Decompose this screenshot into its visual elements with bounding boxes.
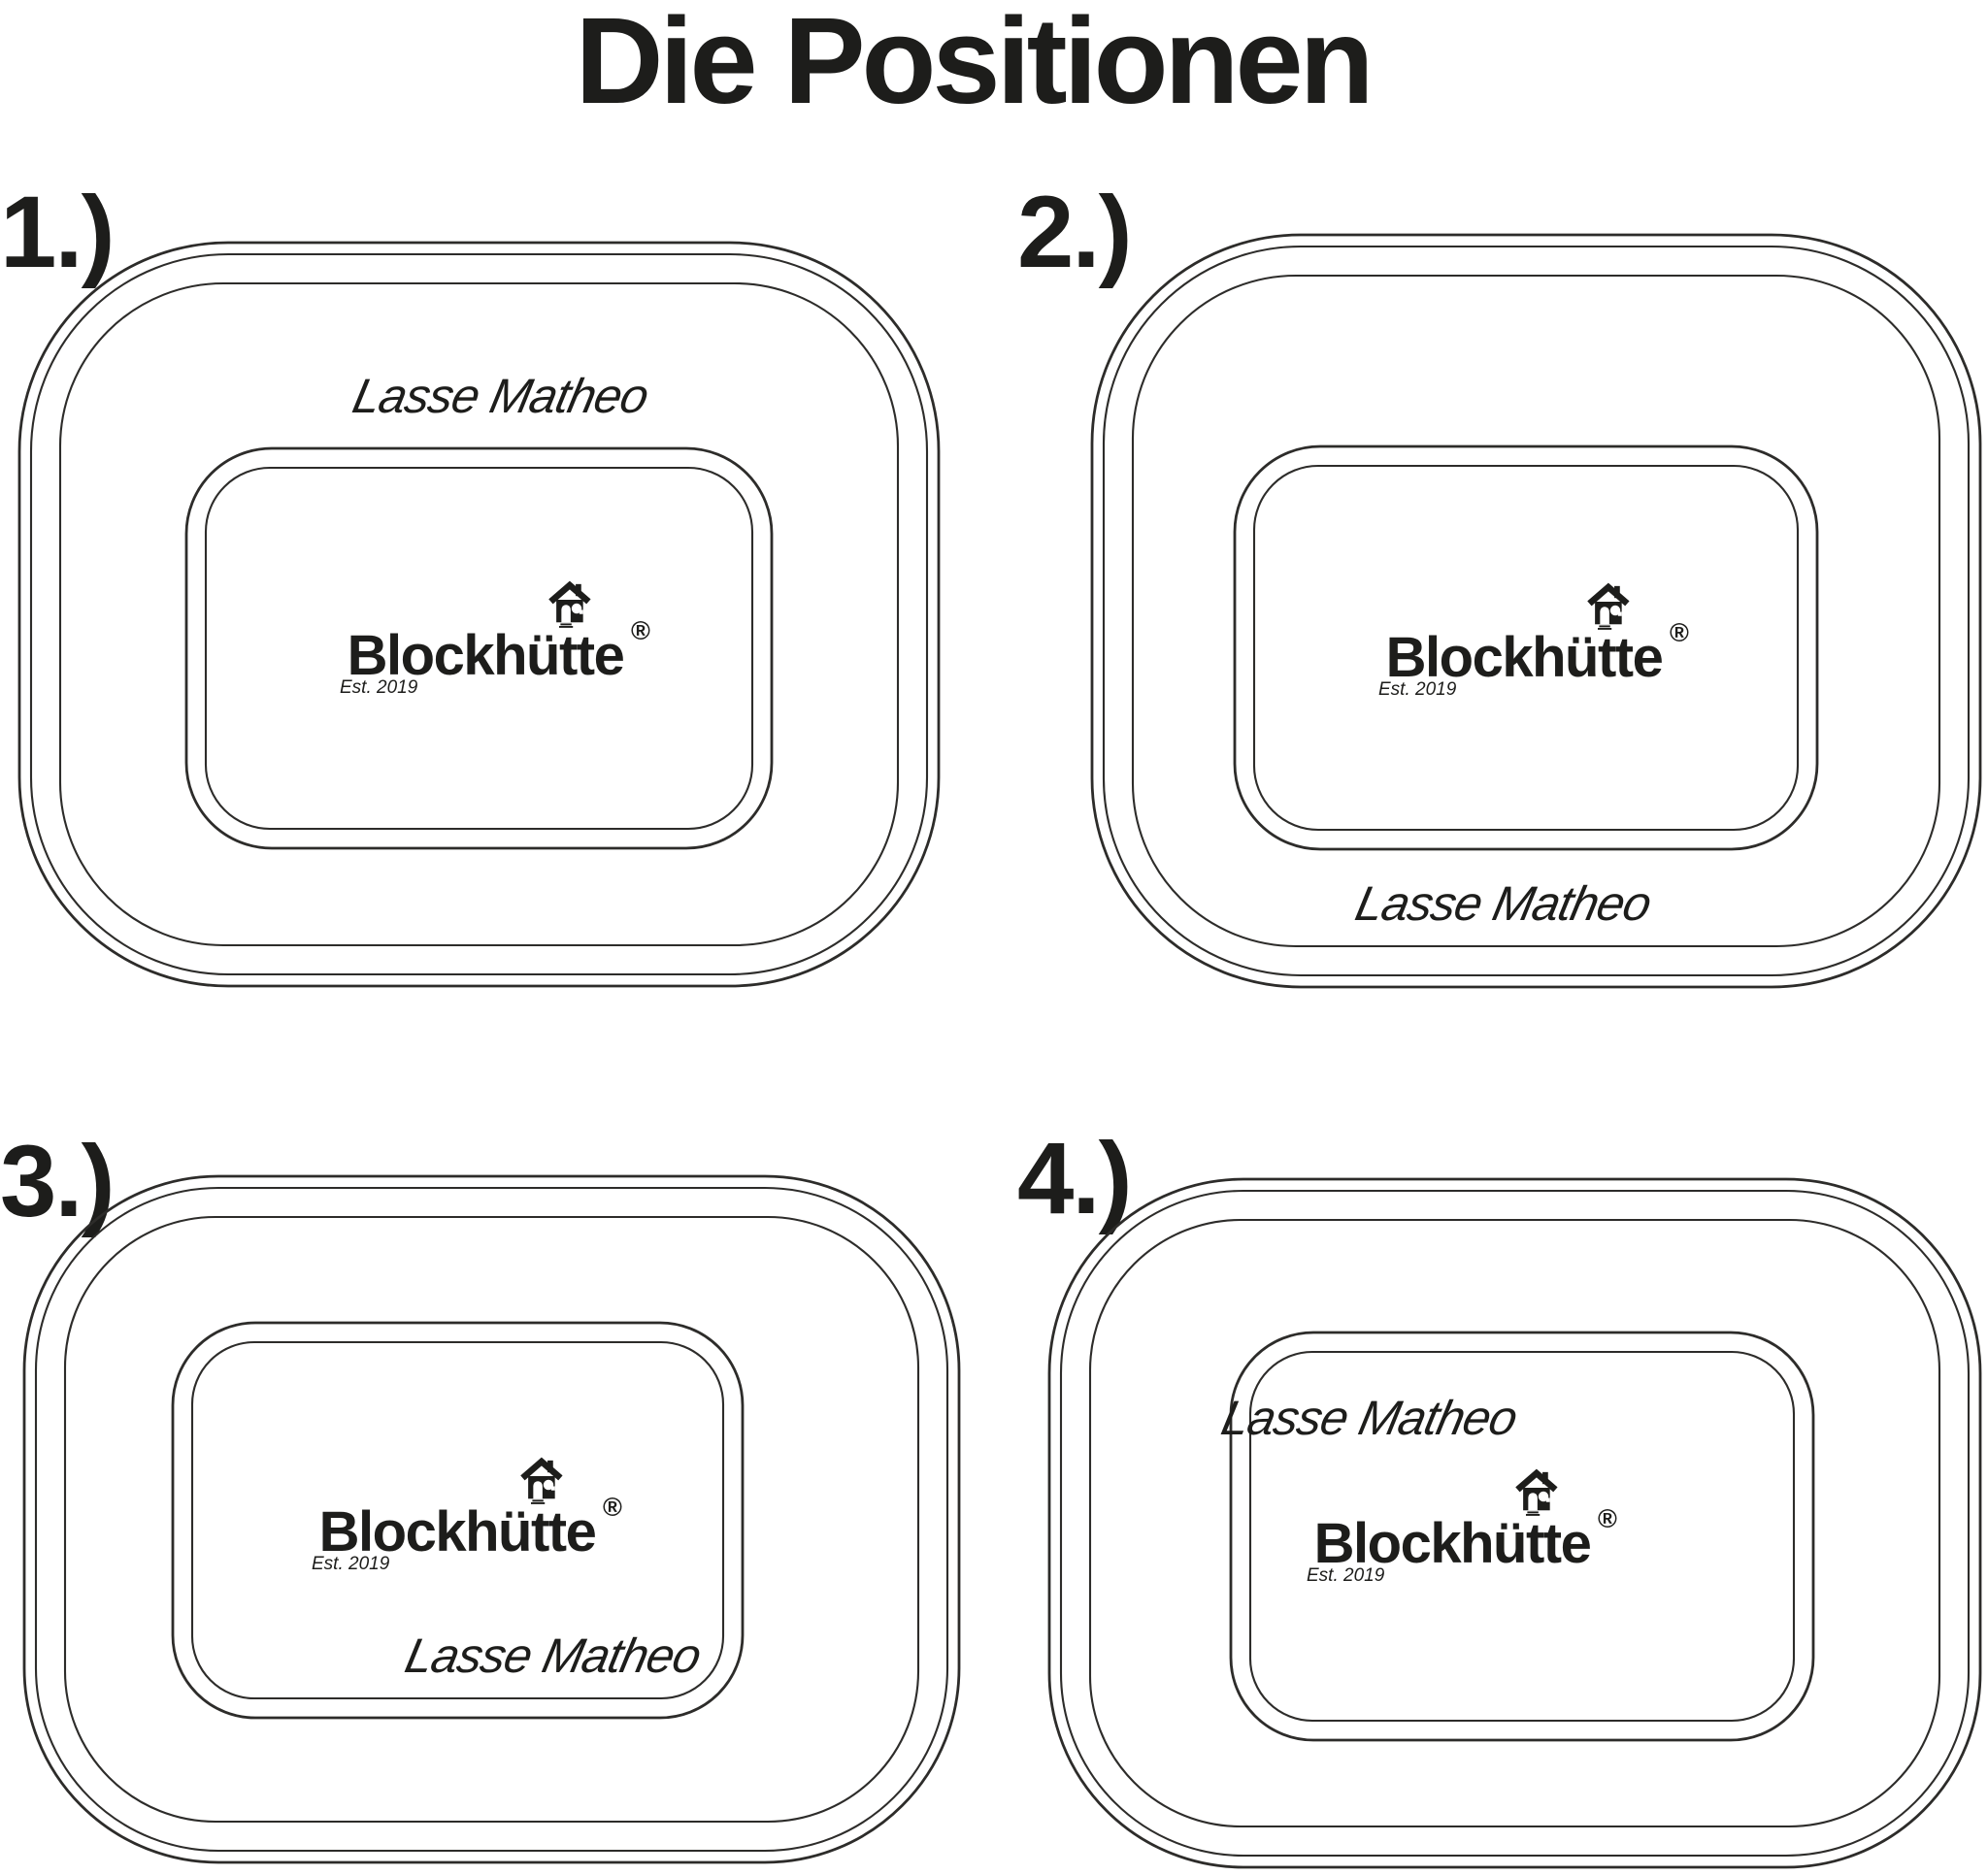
inner-panel-inner-outline [204,466,754,831]
blockhuette-logo: Blockhütte ® Est. 2019 [1378,586,1689,700]
engraving-name: Lasse Matheo [1351,876,1656,931]
lid-rim-inner-outline [1131,274,1941,948]
brand-wordmark: Blockhütte [319,1500,596,1563]
blockhuette-logo: Blockhütte ® Est. 2019 [1307,1472,1617,1586]
position-number-label: 3.) [0,1125,114,1238]
registered-trademark-symbol: ® [1670,618,1689,647]
brand-est-text: Est. 2019 [1307,1565,1385,1586]
house-icon [522,1461,560,1504]
inner-panel-outline [171,1321,745,1720]
inner-panel-inner-outline [1248,1350,1796,1723]
lid-position-4: 4.) Lasse Matheo Blockhütte ® Est. 2019 [1017,1122,1982,1869]
engraving-name-text: Lasse Matheo [401,1628,706,1683]
engraving-name: Lasse Matheo [348,369,653,423]
engraving-name: Lasse Matheo [401,1628,706,1683]
brand-est-text: Est. 2019 [1378,679,1457,700]
position-number-label: 4.) [1017,1122,1131,1235]
position-number-label: 2.) [1017,176,1131,289]
inner-panel-outline [1229,1331,1815,1742]
engraving-name-text: Lasse Matheo [1351,876,1656,931]
brand-wordmark: Blockhütte [1386,626,1663,689]
page-title: Die Positionen [575,0,1370,129]
house-icon [1517,1472,1555,1516]
lid-outer-outline [1047,1177,1982,1869]
inner-panel-outline [1233,444,1819,851]
lid-rim-outline [1059,1189,1971,1858]
lid-rim-outline [34,1186,949,1853]
lid-outer-outline [17,241,941,988]
engraving-name: Lasse Matheo [1217,1391,1522,1445]
brand-wordmark: Blockhütte [1314,1512,1591,1575]
lid-rim-outline [1102,245,1971,977]
house-icon [550,584,588,628]
lid-outer-outline [1090,233,1982,989]
blockhuette-logo: Blockhütte ® Est. 2019 [340,584,650,698]
lid-outer-outline [22,1174,961,1864]
lid-position-2: 2.) Blockhütte ® Est. 2019 Lasse Matheo [1017,176,1982,989]
lid-rim-inner-outline [1088,1218,1941,1828]
lid-position-3: 3.) Blockhütte ® Est. 2019 Lasse Matheo [0,1125,961,1864]
lid-rim-outline [29,252,929,976]
lid-rim-inner-outline [63,1215,920,1824]
brand-est-text: Est. 2019 [340,677,418,698]
brand-est-text: Est. 2019 [312,1554,390,1574]
inner-panel-inner-outline [1252,464,1800,832]
lid-rim-inner-outline [58,281,900,947]
brand-wordmark: Blockhütte [348,624,624,687]
registered-trademark-symbol: ® [631,616,650,645]
engraving-name-text: Lasse Matheo [348,369,653,423]
blockhuette-logo: Blockhütte ® Est. 2019 [312,1461,622,1574]
registered-trademark-symbol: ® [603,1493,622,1522]
lid-position-1: 1.) Lasse Matheo Blockhütte ® Est. 2019 [0,176,941,988]
position-number-label: 1.) [0,176,114,289]
house-icon [1589,586,1627,630]
registered-trademark-symbol: ® [1598,1504,1617,1533]
inner-panel-inner-outline [190,1340,725,1700]
inner-panel-outline [184,446,774,850]
engraving-name-text: Lasse Matheo [1217,1391,1522,1445]
